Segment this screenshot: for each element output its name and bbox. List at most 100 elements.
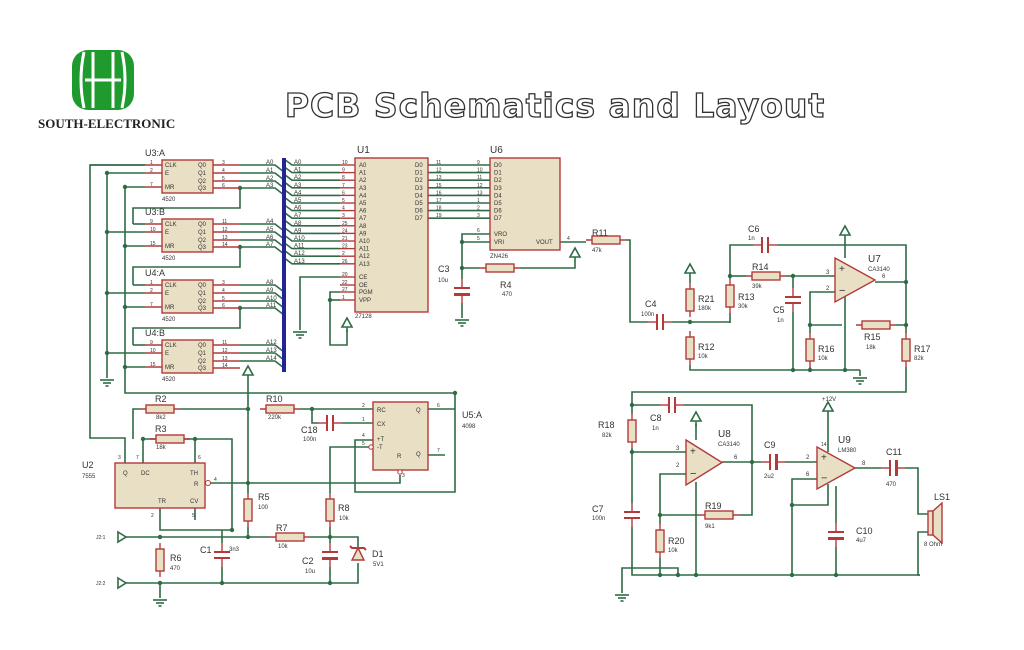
ref-r15: R15: [864, 332, 881, 342]
pin-number: 2: [342, 251, 345, 257]
net-label: A9: [294, 228, 302, 234]
wire: [283, 234, 340, 242]
resistor-body: [325, 498, 335, 522]
connector-label: J2:1: [96, 535, 106, 541]
counter-ref: U4:B: [145, 328, 165, 338]
pin-name: VOUT: [536, 240, 553, 246]
net-label: A6: [266, 235, 274, 241]
value-r16: 10k: [818, 356, 829, 362]
pin-number: 6: [734, 455, 738, 461]
ref-r5: R5: [258, 492, 270, 502]
capacitor-c9: [761, 454, 785, 470]
inverter-bubble: [368, 444, 374, 450]
ref-ls1: LS1: [934, 492, 950, 502]
counter-chip: [161, 339, 214, 374]
resistor-body: [155, 434, 185, 444]
wire: [917, 531, 928, 576]
resistor-body: [751, 271, 781, 281]
pin-name: Q1: [198, 291, 207, 297]
resistor-r3: [150, 434, 190, 444]
wire: [240, 284, 285, 293]
timer-part: 7555: [82, 474, 96, 480]
wire: [283, 219, 340, 227]
pin-number: 3: [676, 446, 680, 452]
pin-name: Q: [416, 452, 421, 458]
wire: [240, 180, 285, 189]
pin-number: 5: [222, 176, 225, 182]
junction-dot: [629, 402, 635, 408]
pin-name: Q: [416, 408, 421, 414]
pin-number: 10: [342, 160, 348, 166]
resistor-r10: [260, 404, 300, 414]
pin-name: A4: [359, 193, 367, 199]
pin-number: 14: [222, 363, 228, 369]
wire: [520, 262, 576, 269]
pin-name: A3: [359, 186, 367, 192]
resistor-r5: [243, 493, 253, 527]
wire: [777, 244, 907, 282]
net-label: A12: [266, 340, 277, 346]
junction-dot: [789, 502, 795, 508]
pin-number: 6: [222, 183, 225, 189]
resistor-body: [725, 284, 735, 308]
pin-name: Q3: [198, 186, 207, 192]
pin-number: 9: [477, 160, 480, 166]
pin-name: D1: [494, 171, 502, 177]
wire: [311, 409, 318, 424]
net-label: A0: [294, 160, 302, 166]
resistor-body: [805, 338, 815, 362]
pin-number: 12: [477, 183, 483, 189]
wire: [631, 527, 920, 576]
pin-number: 6: [882, 274, 886, 280]
pin-name: E: [165, 230, 169, 236]
pin-number: 2: [151, 513, 154, 519]
wire: [283, 211, 340, 219]
capacitor-c18: [318, 415, 342, 431]
net-label: A12: [294, 251, 305, 257]
pin-name: A6: [359, 209, 367, 215]
wire: [283, 203, 340, 212]
pin-number: 13: [477, 190, 483, 196]
pin-number: 6: [437, 403, 440, 409]
resistor-body: [901, 338, 911, 362]
pin-name: A8: [359, 224, 367, 230]
ref-r20: R20: [668, 536, 685, 546]
pin-name: +T: [377, 437, 385, 443]
pin-number: 26: [342, 259, 348, 265]
pin-number: 2: [826, 286, 830, 292]
resistor-r15: [856, 320, 896, 330]
net-label: A2: [266, 176, 274, 182]
plus-icon: +: [821, 452, 827, 463]
pin-number: 24: [342, 228, 348, 234]
value-c9: 2u2: [764, 474, 775, 480]
resistor-r13: [725, 279, 735, 313]
wire: [875, 281, 907, 326]
pin-name: Q0: [198, 163, 207, 169]
wire: [210, 475, 401, 484]
value-c2: 10u: [305, 569, 315, 575]
eprom-chip: [354, 157, 429, 313]
net-label: A9: [266, 288, 274, 294]
ref-r13: R13: [738, 292, 755, 302]
resistor-r19: [699, 510, 739, 520]
ref-c10: C10: [856, 526, 873, 536]
pin-number: 27: [342, 287, 348, 293]
wires: [89, 158, 928, 598]
dac-part: ZN426: [490, 254, 509, 260]
pin-number: 5: [362, 441, 365, 447]
power-supply-icon: [340, 316, 354, 332]
net-label: A4: [294, 190, 302, 196]
net-label: A2: [294, 175, 302, 181]
ref-r2: R2: [155, 394, 167, 404]
value-r3: 18k: [156, 445, 167, 451]
opamp-u9: [816, 445, 857, 491]
pin-number: 23: [342, 244, 348, 250]
pin-name: RC: [377, 408, 386, 414]
zener-diode-d1: [349, 545, 367, 561]
dac-ref: U6: [490, 145, 503, 156]
pin-number: 5: [192, 513, 195, 519]
resistor-body: [155, 548, 165, 572]
wire: [132, 188, 241, 224]
speaker-cone: [932, 501, 943, 545]
